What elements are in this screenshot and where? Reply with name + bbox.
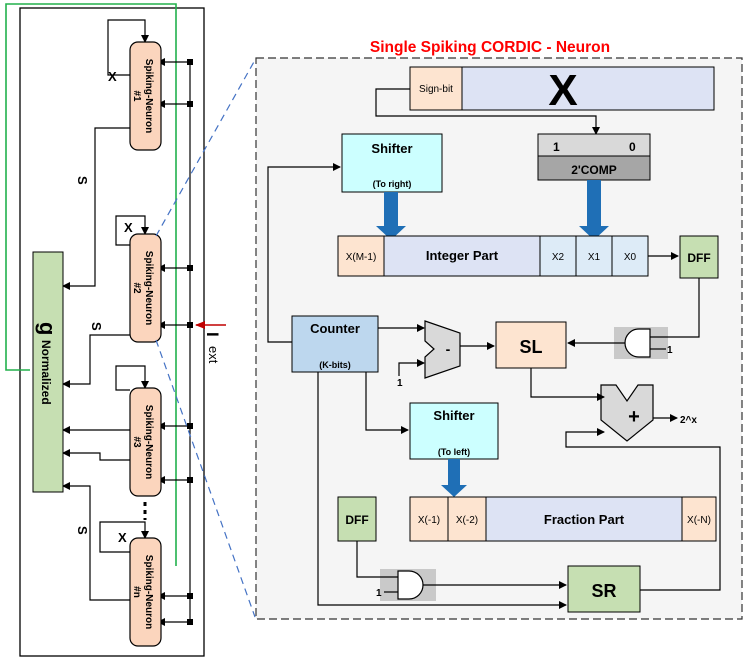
integer-part-register: X(M-1) Integer Part X2 X1 X0 [337, 235, 649, 277]
x-label: X [108, 69, 117, 84]
integer-x2: X2 [552, 252, 565, 263]
spiking-neuron-n[interactable]: Spiking-Neuron#n [129, 537, 162, 647]
iext-symbol: I [203, 332, 222, 337]
fraction-part-register: X(-1) X(-2) Fraction Part X(-N) [409, 496, 717, 542]
neuron-self-loops [99, 19, 149, 553]
blue-arrows-top [376, 180, 609, 240]
neuron-label-line2: #2 [131, 282, 142, 294]
counter-sub: (K-bits) [319, 360, 351, 370]
integer-x1: X1 [588, 252, 601, 263]
integer-part-label: Integer Part [426, 248, 499, 263]
g-letter: g [35, 322, 60, 335]
fraction-xm1: X(-1) [418, 515, 440, 526]
dff-to-and-bottom-wire [356, 541, 398, 578]
shifter-right: Shifter (To right) [341, 133, 443, 193]
twos-comp-one: 1 [553, 140, 560, 154]
and-gate-bottom [380, 569, 436, 601]
dff-top: DFF [679, 235, 719, 279]
subtractor-unit: - [424, 320, 461, 379]
constant-one: 1 [397, 378, 403, 389]
shift-left-block: SL [495, 321, 567, 369]
counter-title: Counter [310, 321, 360, 336]
shifter-left: Shifter (To left) [409, 402, 499, 460]
adder-unit [600, 384, 654, 442]
counter-to-shifter-right-wire [267, 163, 341, 343]
diagram-title: Single Spiking CORDIC - Neuron [370, 39, 610, 56]
sr-label: SR [591, 581, 616, 601]
dff-bottom: DFF [337, 496, 377, 542]
spiking-neuron-1[interactable]: Spiking-Neuron#1 [129, 41, 162, 151]
x-label: X [124, 220, 133, 235]
fraction-xmn: X(-N) [687, 515, 711, 526]
neuron-label: Spiking-Neuron#n [131, 555, 154, 629]
fraction-xm2: X(-2) [456, 515, 478, 526]
counter-to-sr-wire [317, 372, 567, 609]
neuron-label-line2: #3 [131, 436, 142, 448]
zoom-line-bottom [155, 339, 256, 618]
s-label: S [75, 176, 90, 185]
shifter-title: Shifter [371, 141, 412, 156]
left-panel-frame [19, 7, 205, 657]
iext-bus [157, 58, 191, 626]
dff-to-and-wire [650, 278, 700, 338]
neuron-label-line1: Spiking-Neuron [143, 405, 154, 479]
counter-block: Counter (K-bits) [291, 315, 379, 373]
shifter-sub: (To right) [373, 179, 412, 189]
neuron-label-line1: Spiking-Neuron [143, 59, 154, 133]
spiking-neuron-2[interactable]: Spiking-Neuron#2 [129, 233, 162, 343]
x-big-label: X [548, 66, 577, 115]
g-subscript: Normalized [39, 340, 53, 405]
x-register: Sign-bit X [409, 66, 715, 115]
dff-label: DFF [345, 513, 368, 527]
one-to-subtractor-wire [398, 359, 425, 376]
neuron-label: Spiking-Neuron#2 [131, 251, 154, 325]
sl-label: SL [519, 337, 542, 357]
fraction-part-label: Fraction Part [544, 512, 625, 527]
shift-right-block: SR [567, 565, 641, 613]
constant-one: 1 [667, 345, 673, 356]
s-label: S [75, 526, 90, 535]
neuron-to-g-wires [62, 127, 130, 601]
neuron-label: Spiking-Neuron#1 [131, 59, 154, 133]
sr-to-adder-wire [565, 428, 721, 591]
dff-label: DFF [687, 251, 710, 265]
sign-bit-label: Sign-bit [419, 84, 453, 95]
counter-to-shifter-left-wire [365, 372, 409, 434]
twos-comp-label: 2'COMP [571, 163, 617, 177]
twos-complement-block: 1 0 2'COMP [537, 133, 651, 181]
neuron-label-line1: Spiking-Neuron [143, 251, 154, 325]
iext-subscript: ext [206, 346, 221, 364]
twos-comp-zero: 0 [629, 140, 636, 154]
neuron-label-line2: #n [131, 586, 142, 598]
x-label: X [118, 530, 127, 545]
neuron-label-line1: Spiking-Neuron [143, 555, 154, 629]
g-normalized-block: g Normalized [32, 251, 64, 493]
neuron-label-line2: #1 [131, 90, 142, 102]
blue-arrow-bottom [441, 459, 467, 497]
integer-x0: X0 [624, 252, 637, 263]
integer-msb: X(M-1) [346, 252, 377, 263]
neuron-label: Spiking-Neuron#3 [131, 405, 154, 479]
sl-to-adder-wire [530, 368, 605, 401]
green-feedback-line [5, 3, 177, 566]
constant-one: 1 [376, 588, 382, 599]
plus-sign: + [628, 406, 640, 428]
shifter-sub: (To left) [438, 447, 470, 457]
shifter-title: Shifter [433, 408, 474, 423]
zoom-line-top [155, 59, 256, 237]
bus-junctions [187, 59, 193, 625]
sign-bit-wire [375, 88, 600, 135]
minus-sign: - [446, 341, 451, 357]
spiking-neuron-3[interactable]: Spiking-Neuron#3 [129, 387, 162, 497]
s-label: S [89, 322, 104, 331]
output-label: 2^x [680, 415, 697, 426]
